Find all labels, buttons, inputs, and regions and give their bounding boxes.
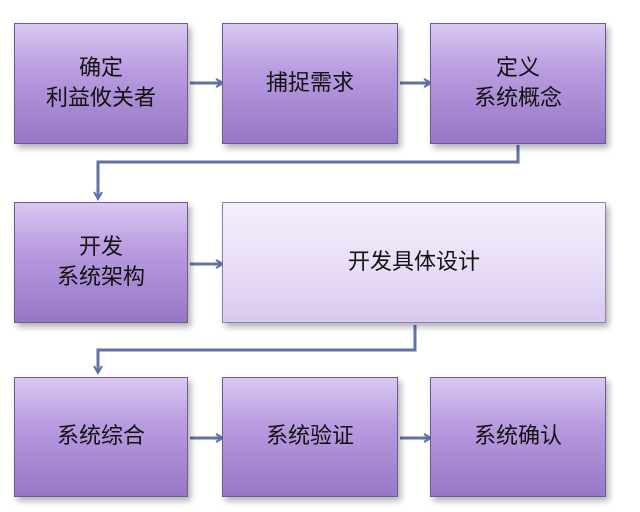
box-identify-stakeholders: 确定 利益攸关者 <box>14 23 188 144</box>
box-label-line: 利益攸关者 <box>45 85 156 111</box>
box-label-line: 系统确认 <box>473 424 562 449</box>
box-label-line: 定义 <box>495 55 540 81</box>
arrow-design-to-integration <box>98 325 417 372</box>
box-label-line: 开发具体设计 <box>347 249 480 275</box>
box-label-line: 系统概念 <box>473 85 562 111</box>
box-capture-requirements: 捕捉需求 <box>222 23 398 144</box>
box-develop-system-architecture: 开发 系统架构 <box>14 202 188 323</box>
box-system-verification: 系统验证 <box>222 377 398 497</box>
box-label-line: 系统架构 <box>56 264 145 290</box>
box-define-system-concept: 定义 系统概念 <box>430 23 606 144</box>
arrow-concept-to-architecture <box>98 145 520 198</box>
box-label-line: 系统综合 <box>56 424 145 449</box>
box-system-integration: 系统综合 <box>14 377 188 497</box>
box-label-line: 开发 <box>78 234 123 260</box>
box-develop-detailed-design: 开发具体设计 <box>222 202 606 323</box>
box-label-line: 确定 <box>78 55 123 81</box>
box-label-line: 系统验证 <box>265 424 354 449</box>
box-system-validation: 系统确认 <box>430 377 606 497</box>
box-label-line: 捕捉需求 <box>265 70 354 96</box>
